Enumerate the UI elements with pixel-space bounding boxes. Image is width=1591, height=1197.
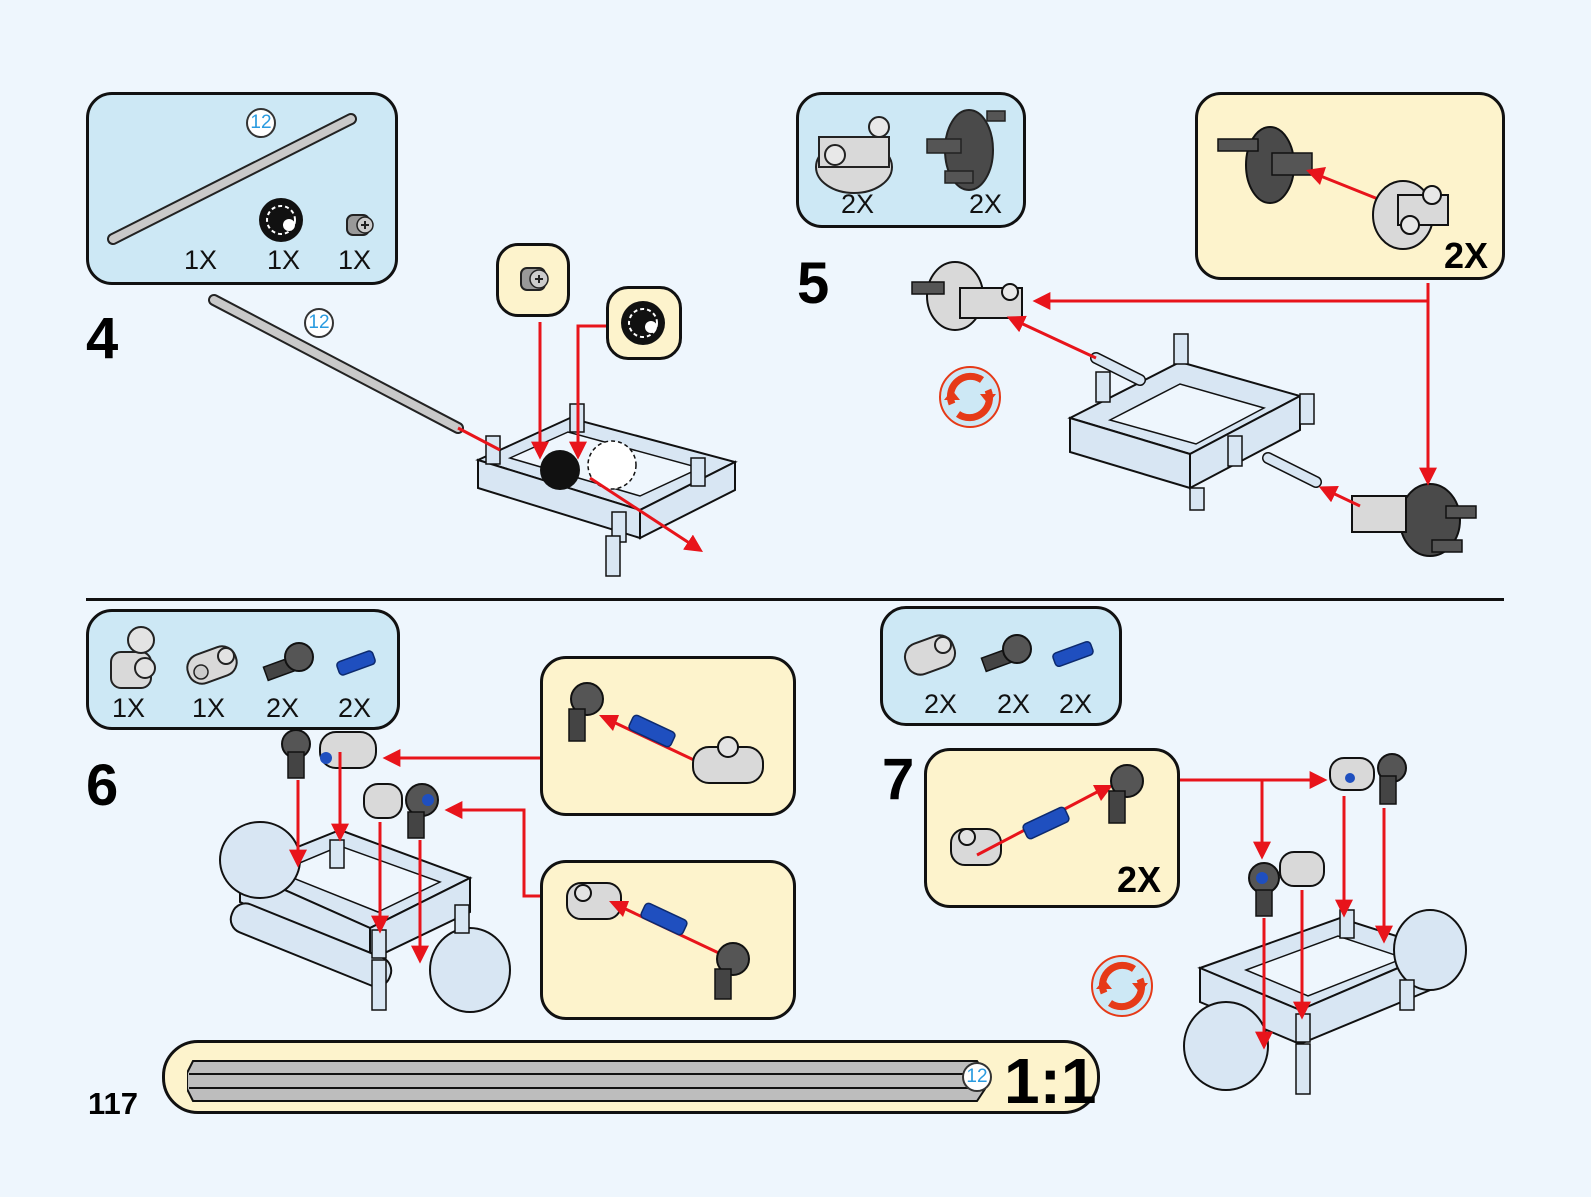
arrow-head-icon bbox=[599, 715, 619, 731]
step-7-connector-a bbox=[1329, 753, 1407, 805]
arrow-head-icon bbox=[1093, 785, 1113, 801]
qty-label: 2X bbox=[841, 189, 875, 219]
gear-icon bbox=[540, 450, 580, 490]
qty-label: 1X bbox=[184, 245, 218, 275]
hub-with-pins-icon bbox=[1217, 126, 1313, 204]
step-7-subassembly-box: 2X bbox=[924, 748, 1180, 908]
step-4-parts-art bbox=[107, 113, 374, 245]
rotate-model-icon bbox=[939, 366, 1001, 428]
step-5-hub-right bbox=[1351, 483, 1477, 557]
blue-axle-pin-icon bbox=[1052, 640, 1094, 668]
step-number: 4 bbox=[86, 306, 119, 371]
step-number: 7 bbox=[882, 747, 915, 812]
step-6-subassembly-box-2 bbox=[540, 860, 796, 1020]
length-badge: 12 bbox=[246, 108, 276, 138]
step-6-parts-art bbox=[110, 626, 376, 689]
step-6-connector-b bbox=[363, 783, 439, 839]
callout-2-arrow bbox=[444, 801, 540, 898]
axle-insert-arrow bbox=[457, 426, 501, 452]
hub-connector-icon bbox=[815, 116, 893, 194]
step-4-parts-box: 12 1X 1X 1X bbox=[86, 92, 398, 285]
gear-icon bbox=[621, 301, 665, 345]
angled-connector-icon bbox=[980, 634, 1032, 673]
qty-label: 1X bbox=[112, 693, 146, 723]
axle-pin-connector-icon bbox=[950, 828, 1002, 866]
step-6-connector-a bbox=[281, 729, 377, 779]
qty-label: 1X bbox=[267, 245, 301, 275]
axle-right-arrow bbox=[1318, 486, 1361, 508]
blue-axle-pin-icon bbox=[336, 650, 376, 676]
qty-label: 2X bbox=[969, 189, 1003, 219]
step-number: 5 bbox=[797, 251, 830, 316]
bush-callout bbox=[496, 243, 570, 317]
gear-drop-arrow bbox=[569, 324, 606, 460]
subassembly-multiplier: 2X bbox=[1444, 235, 1489, 276]
axle-pin-connector-icon bbox=[903, 634, 957, 676]
step-6-subassembly-art-1 bbox=[568, 682, 764, 784]
axle-pin-connector-icon bbox=[566, 882, 622, 920]
step-5-frame bbox=[1067, 333, 1322, 511]
qty-label: 2X bbox=[997, 689, 1031, 719]
bush-icon bbox=[520, 267, 549, 291]
step-7-parts-art bbox=[903, 634, 1094, 676]
scale-label: 1:1 bbox=[1004, 1045, 1097, 1117]
length-badge: 12 bbox=[962, 1062, 992, 1092]
qty-label: 2X bbox=[1059, 689, 1093, 719]
step-5-parts-box: 2X 2X bbox=[796, 92, 1026, 228]
qty-label: 2X bbox=[338, 693, 372, 723]
hub-connector-icon bbox=[1372, 180, 1449, 250]
step-7-connector-b bbox=[1248, 851, 1325, 917]
bush-icon bbox=[346, 214, 374, 236]
step-divider bbox=[86, 598, 1504, 601]
angled-connector-icon bbox=[714, 942, 750, 1000]
blue-axle-pin-icon bbox=[628, 714, 676, 748]
perpendicular-connector-icon bbox=[692, 736, 764, 784]
arrow-head-icon bbox=[609, 901, 629, 917]
axle-icon bbox=[107, 113, 357, 245]
angled-connector-icon bbox=[568, 682, 604, 742]
gear-icon bbox=[259, 198, 303, 242]
step-6-subassembly-box-1 bbox=[540, 656, 796, 816]
angled-connector-icon bbox=[262, 642, 314, 682]
axle-pin-connector-icon bbox=[186, 645, 238, 685]
qty-label: 2X bbox=[924, 689, 958, 719]
scale-reference-box bbox=[162, 1040, 1100, 1114]
gear-callout bbox=[606, 286, 682, 360]
qty-label: 1X bbox=[338, 245, 372, 275]
blue-axle-pin-icon bbox=[1022, 806, 1070, 840]
page-number: 117 bbox=[88, 1086, 139, 1121]
qty-label: 2X bbox=[266, 693, 300, 723]
axle-left-arrow bbox=[1006, 315, 1097, 360]
subassembly-multiplier: 2X bbox=[1117, 859, 1162, 900]
axle-12-scale-icon bbox=[187, 1060, 986, 1102]
step-7-frame bbox=[1183, 909, 1467, 1095]
step-6-subassembly-art-2 bbox=[566, 882, 750, 1000]
step-6-frame bbox=[219, 821, 511, 1013]
step-7-subassembly-art bbox=[950, 764, 1144, 866]
hub-with-pins-icon bbox=[926, 109, 1006, 191]
step-4-axle bbox=[208, 294, 464, 434]
perpendicular-connector-icon bbox=[110, 626, 156, 689]
step-5-subassembly-box: 2X bbox=[1195, 92, 1505, 280]
step-6-parts-box: 1X 1X 2X 2X bbox=[86, 609, 400, 730]
step-5-parts-art bbox=[815, 109, 1006, 194]
blue-axle-pin-icon bbox=[640, 902, 688, 936]
step-5-subassembly-art bbox=[1217, 126, 1449, 250]
axle-through-arrow bbox=[589, 476, 704, 552]
step-number: 6 bbox=[86, 753, 119, 818]
rotate-model-icon bbox=[1091, 955, 1153, 1017]
angled-connector-icon bbox=[1108, 764, 1144, 824]
step-5-hub-left bbox=[911, 261, 1023, 331]
arrow-head-icon bbox=[1306, 167, 1326, 185]
length-badge: 12 bbox=[304, 308, 334, 338]
step-7-parts-box: 2X 2X 2X bbox=[880, 606, 1122, 726]
qty-label: 1X bbox=[192, 693, 226, 723]
